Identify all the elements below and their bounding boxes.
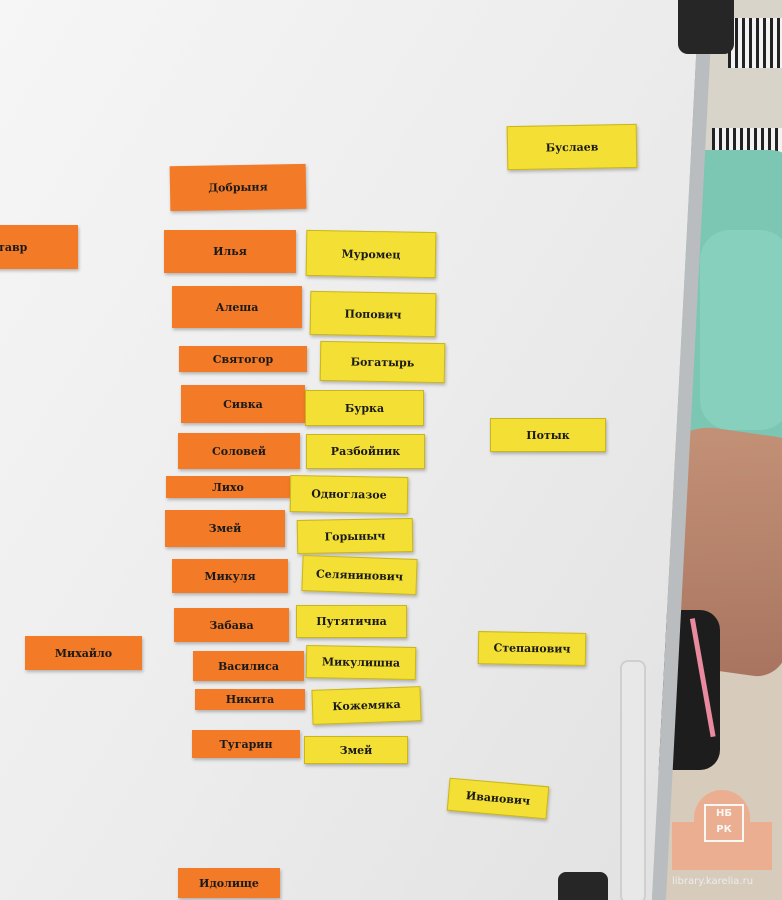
watermark-text: library.karelia.ru: [672, 876, 754, 887]
card-label: Иванович: [465, 789, 531, 808]
card-label: Богатырь: [350, 354, 415, 370]
card-label: Разбойник: [330, 445, 401, 458]
card-zmey-yellow[interactable]: Змей: [304, 736, 408, 764]
whiteboard-corner-top: [678, 0, 734, 54]
card-label: Соловей: [212, 444, 266, 458]
card-label: Сивка: [223, 397, 263, 411]
card-zmey[interactable]: Змей: [165, 510, 285, 547]
card-label: Микуля: [204, 569, 256, 583]
books-row-top: [728, 18, 782, 68]
card-tugarin[interactable]: Тугарин: [192, 730, 300, 758]
card-buslaev[interactable]: Буслаев: [506, 123, 638, 171]
logo-monogram-top: НБ: [716, 808, 732, 819]
card-label: Горыныч: [324, 528, 386, 544]
card-label: Лихо: [212, 480, 244, 494]
card-alesha[interactable]: Алеша: [172, 286, 302, 328]
card-solovey[interactable]: Соловей: [178, 433, 300, 469]
card-label: Одноглазое: [311, 487, 387, 502]
card-label: Потык: [526, 428, 570, 442]
card-label: Забава: [209, 618, 254, 632]
card-tavr[interactable]: тавр: [0, 225, 78, 269]
card-label: Святогор: [212, 352, 274, 366]
card-label: Добрыня: [208, 180, 268, 195]
card-bogatyr[interactable]: Богатырь: [319, 340, 446, 384]
card-label: Путятична: [316, 615, 387, 628]
card-label: Муромец: [341, 246, 401, 262]
card-label: Степанович: [493, 641, 571, 656]
card-label: Идолище: [199, 876, 259, 890]
whiteboard-corner-bottom: [558, 872, 608, 900]
card-label: тавр: [0, 240, 28, 254]
card-label: Микулишна: [321, 655, 401, 670]
library-logo: НБ РК: [672, 790, 772, 880]
card-svyatogor[interactable]: Святогор: [179, 346, 307, 372]
card-zabava[interactable]: Забава: [174, 608, 289, 642]
card-label: Буслаев: [545, 140, 599, 154]
card-label: Никита: [225, 693, 275, 706]
card-nikita[interactable]: Никита: [195, 689, 305, 710]
logo-monogram-bottom: РК: [716, 824, 732, 835]
whiteboard-side-rail: [620, 660, 646, 900]
card-stepanovich[interactable]: Степанович: [477, 631, 587, 666]
card-razboynik[interactable]: Разбойник: [306, 434, 425, 469]
card-label: Змей: [339, 743, 373, 757]
card-kozhemyaka[interactable]: Кожемяка: [311, 686, 422, 725]
card-mikhaylo[interactable]: Михайло: [25, 636, 142, 670]
card-label: Василиса: [217, 659, 280, 673]
card-label: Бурка: [344, 401, 385, 415]
card-dobrynya[interactable]: Добрыня: [169, 163, 307, 212]
card-label: Илья: [213, 245, 247, 258]
person-sleeve: [700, 230, 782, 430]
logo-base: [672, 822, 772, 870]
card-label: Попович: [344, 307, 402, 321]
card-vasilisa[interactable]: Василиса: [193, 651, 304, 681]
card-putyatichna[interactable]: Путятична: [296, 605, 407, 638]
card-potyk[interactable]: Потык: [490, 418, 606, 452]
card-sivka[interactable]: Сивка: [181, 385, 305, 423]
card-likho[interactable]: Лихо: [166, 476, 290, 498]
card-label: Змей: [208, 522, 242, 535]
card-ilya[interactable]: Илья: [164, 230, 296, 273]
card-label: Кожемяка: [332, 697, 401, 714]
card-odnoglazoe[interactable]: Одноглазое: [289, 474, 409, 515]
logo-monogram: НБ РК: [704, 804, 744, 842]
card-burka[interactable]: Бурка: [305, 390, 424, 426]
card-idolishche[interactable]: Идолище: [178, 868, 280, 898]
card-label: Михайло: [54, 646, 113, 660]
card-label: Алеша: [215, 300, 259, 314]
card-muromets[interactable]: Муромец: [305, 229, 437, 279]
card-label: Селянинович: [315, 566, 404, 584]
card-mikulishna[interactable]: Микулишна: [305, 645, 417, 680]
card-gorynych[interactable]: Горыныч: [296, 517, 414, 555]
card-mikulya[interactable]: Микуля: [172, 559, 288, 593]
card-selyaninovich[interactable]: Селянинович: [301, 555, 418, 595]
card-label: Тугарин: [219, 737, 273, 751]
card-popovich[interactable]: Попович: [309, 290, 437, 338]
